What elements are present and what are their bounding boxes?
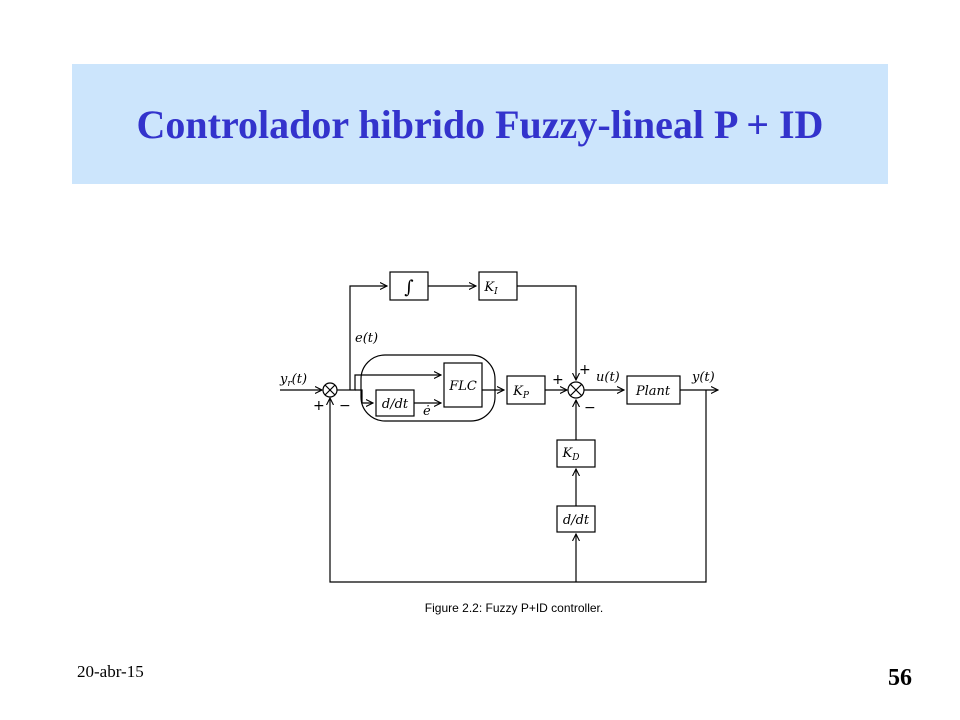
- wire-e-flc: [350, 375, 441, 391]
- sum1-minus: −: [339, 398, 351, 414]
- e-label: e(t): [355, 331, 378, 346]
- sum2-top-plus: +: [579, 362, 591, 378]
- wire-ki-sum2: [517, 285, 576, 380]
- plant-label: Plant: [635, 384, 671, 399]
- yr-main: y: [279, 372, 288, 387]
- yr-sub: r: [287, 379, 292, 389]
- footer-date: 20-abr-15: [77, 662, 144, 681]
- kp-sub: P: [522, 391, 530, 401]
- integrator-label: ∫: [404, 277, 414, 298]
- kd-label: KD: [562, 446, 580, 463]
- flc-block: [443, 362, 483, 408]
- yr-arg: (t): [292, 372, 307, 387]
- sum2-cross-b: [569, 383, 583, 397]
- sum2-minus: −: [584, 400, 596, 416]
- page-number: 56: [888, 665, 912, 691]
- sum1-plus: +: [313, 398, 325, 414]
- y-label: y(t): [691, 370, 715, 385]
- wire-to-integrator: [349, 286, 387, 390]
- yr-label: yr(t): [279, 372, 307, 389]
- ki-main: K: [483, 280, 495, 295]
- kd-sub: D: [571, 453, 579, 463]
- figure-caption: Figure 2.2: Fuzzy P+ID controller.: [425, 601, 603, 615]
- flc-label: FLC: [448, 379, 477, 394]
- ki-label: KI: [483, 280, 498, 297]
- title-band: Controlador hibrido Fuzzy-lineal P + ID: [72, 64, 888, 184]
- wire-e-ddt: [355, 389, 373, 403]
- sum1-cross-b: [324, 384, 336, 396]
- kp-label: KP: [512, 384, 530, 401]
- kp-main: K: [512, 384, 524, 399]
- ddt-inner-label: d/dt: [382, 397, 409, 412]
- fuzzy-pd-region: [360, 354, 496, 422]
- slide-title: Controlador hibrido Fuzzy-lineal P + ID: [136, 101, 824, 147]
- u-label: u(t): [596, 370, 620, 385]
- ki-sub: I: [493, 287, 498, 297]
- kd-main: K: [562, 446, 574, 461]
- edot-label: ė: [423, 404, 431, 419]
- sum2-left-plus: +: [552, 372, 564, 388]
- wire-feedback: [330, 390, 707, 583]
- ddt-lower-label: d/dt: [563, 513, 590, 528]
